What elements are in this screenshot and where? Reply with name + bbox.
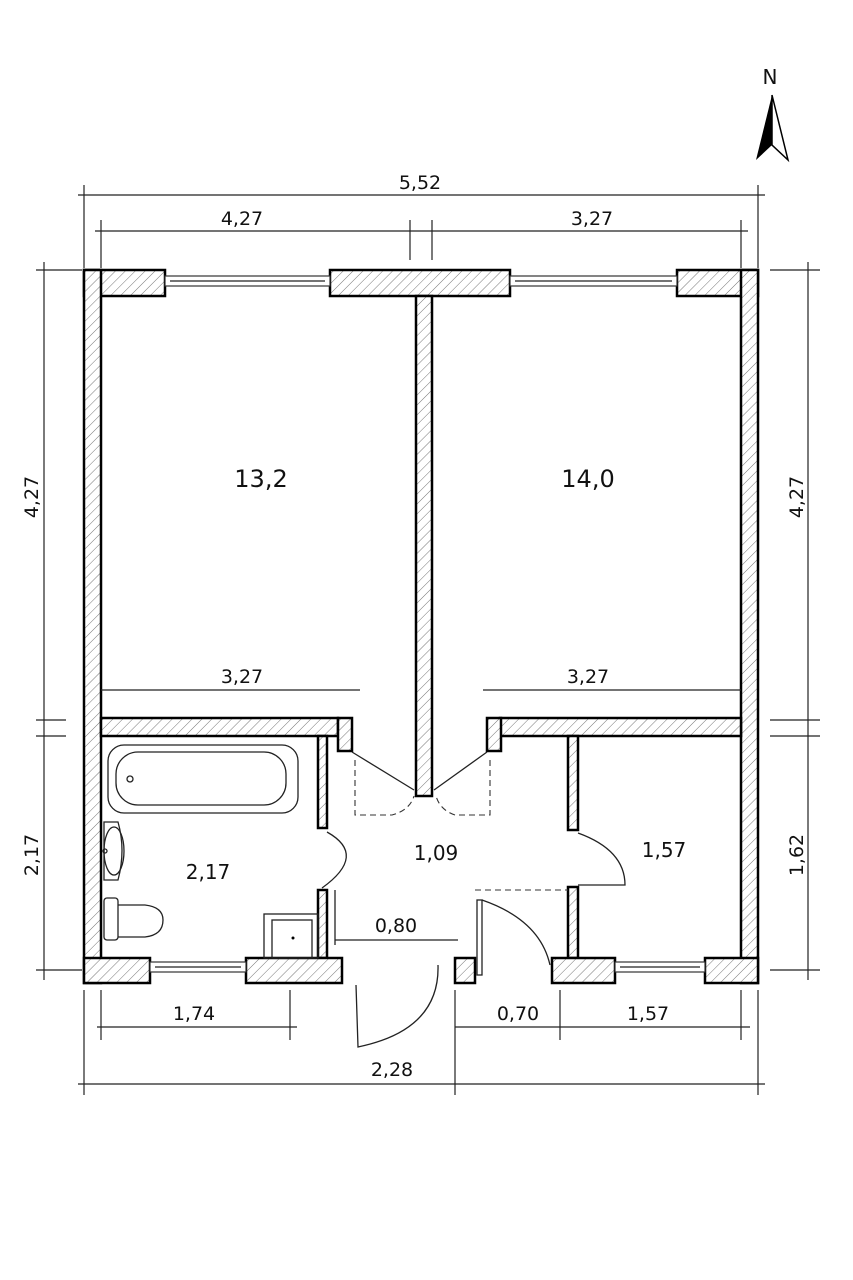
toilet-icon [103, 897, 164, 941]
dim-room2-inner: 3,27 [567, 666, 609, 688]
room-area-hallway: 1,09 [414, 841, 459, 865]
dim-bottom-total: 2,28 [371, 1059, 413, 1081]
room-area-storage: 1,57 [642, 838, 687, 862]
bathtub-icon [107, 744, 299, 814]
north-label: N [763, 65, 778, 89]
dim-left-upper: 4,27 [21, 476, 43, 518]
shaft-icon [263, 913, 319, 959]
room-area-bedroom-left: 13,2 [234, 465, 287, 493]
north-arrow-icon [756, 94, 790, 163]
dim-right-lower: 1,62 [786, 834, 808, 876]
windows [149, 275, 706, 973]
sink-icon [102, 821, 125, 881]
dim-bottom-left: 1,74 [173, 1003, 215, 1025]
dim-left-lower: 2,17 [21, 834, 43, 876]
doors [321, 751, 626, 1048]
dim-right-upper: 4,27 [786, 476, 808, 518]
room-area-bedroom-right: 14,0 [561, 465, 614, 493]
dim-room1-inner: 3,27 [221, 666, 263, 688]
dim-top-right: 3,27 [571, 208, 613, 230]
dim-bottom-mid: 0,70 [497, 1003, 539, 1025]
dim-bottom-right: 1,57 [627, 1003, 669, 1025]
dim-hall-door: 0,80 [375, 915, 417, 937]
walls [82, 268, 760, 985]
dimension-lines [36, 185, 820, 1095]
dim-total-width: 5,52 [399, 172, 441, 194]
room-area-bathroom: 2,17 [186, 860, 231, 884]
dim-top-left: 4,27 [221, 208, 263, 230]
